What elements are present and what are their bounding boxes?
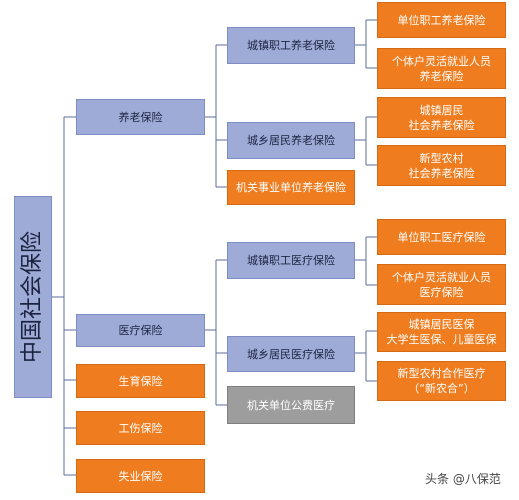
node-urban-employee-medical: 城镇职工医疗保险 (227, 242, 355, 279)
leaf-flexible-employment-medical: 个体户灵活就业人员 医疗保险 (377, 264, 506, 305)
leaf-urban-resident-pension: 城镇居民 社会养老保险 (377, 97, 506, 138)
node-urban-rural-resident-medical: 城乡居民医疗保险 (227, 336, 355, 372)
node-public-institution-pension: 机关事业单位养老保险 (227, 170, 355, 205)
leaf-urban-resident-medical: 城镇居民医保 大学生医保、儿童医保 (377, 312, 506, 352)
root-node-china-social-insurance: 中国社会保险 (14, 196, 52, 398)
leaf-new-rural-pension: 新型农村 社会养老保险 (377, 145, 506, 186)
node-injury-insurance: 工伤保险 (76, 411, 205, 445)
leaf-flexible-employment-pension: 个体户灵活就业人员 养老保险 (377, 48, 506, 89)
root-label: 中国社会保险 (20, 230, 46, 364)
node-urban-rural-resident-pension: 城乡居民养老保险 (227, 122, 355, 159)
node-unemployment-insurance: 失业保险 (76, 459, 205, 493)
leaf-unit-employee-pension: 单位职工养老保险 (377, 2, 506, 38)
leaf-unit-employee-medical: 单位职工医疗保险 (377, 219, 506, 255)
node-urban-employee-pension: 城镇职工养老保险 (227, 27, 355, 64)
leaf-new-rural-cooperative-medical: 新型农村合作医疗 （“新农合”） (377, 361, 506, 401)
node-medical-insurance: 医疗保险 (76, 314, 205, 347)
node-public-unit-medical: 机关单位公费医疗 (227, 386, 355, 424)
node-maternity-insurance: 生育保险 (76, 364, 205, 398)
node-pension-insurance: 养老保险 (76, 99, 205, 135)
watermark-text: 头条 @八保范 (425, 472, 501, 486)
